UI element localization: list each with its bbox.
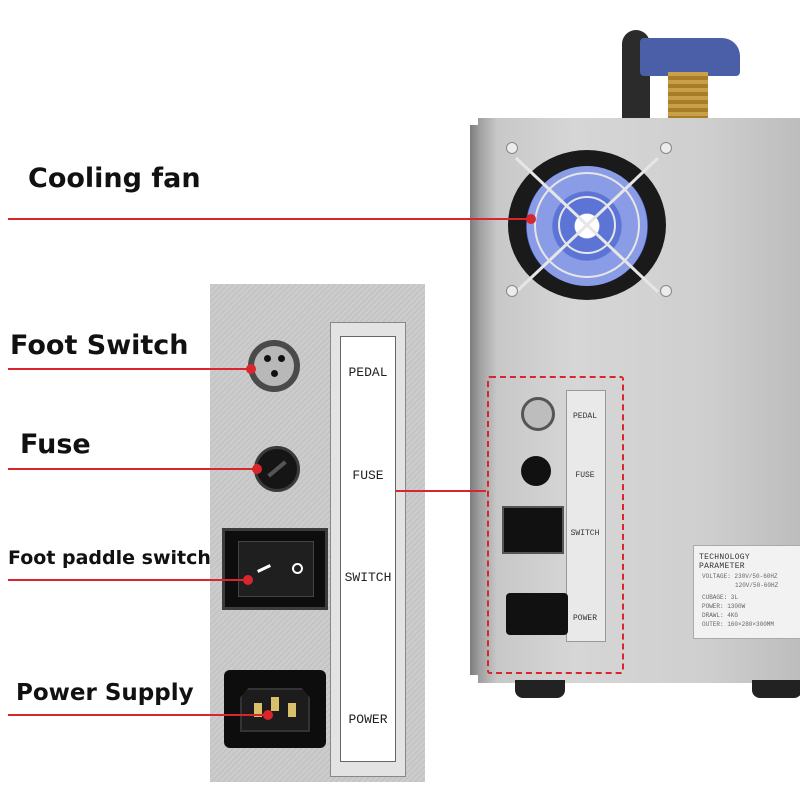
label-fuse: FUSE	[352, 468, 384, 483]
callout-line-fuse	[8, 468, 258, 470]
callout-dot	[526, 214, 536, 224]
highlight-box	[487, 376, 624, 674]
connector-pin	[264, 355, 271, 362]
socket-pin	[271, 697, 279, 711]
switch-off-mark	[292, 563, 303, 574]
socket-pin	[288, 703, 296, 717]
machine-foot-right	[752, 680, 800, 698]
socket-pin	[254, 703, 262, 717]
connector-pin	[278, 355, 285, 362]
callout-power-supply: Power Supply	[16, 680, 194, 706]
small-label-pedal: PEDAL	[572, 412, 597, 421]
callout-dot	[252, 464, 262, 474]
tank-cap	[640, 38, 740, 76]
small-fuse-holder	[521, 456, 551, 486]
label-switch: SWITCH	[344, 570, 392, 585]
screw	[660, 142, 672, 154]
tech-line: CUBAGE: 3L	[702, 594, 739, 601]
callout-dot	[263, 710, 273, 720]
tech-line: OUTER: 160×280×300MM	[702, 621, 775, 628]
tech-line: POWER: 1300W	[702, 603, 746, 610]
power-socket-inner	[240, 688, 310, 732]
label-pedal: PEDAL	[348, 365, 388, 380]
callout-line-foot-switch	[8, 368, 252, 370]
tech-parameter-label	[693, 545, 800, 639]
tech-parameter-title: TECHNOLOGY PARAMETER	[699, 553, 751, 571]
small-label-strip	[566, 390, 606, 642]
label-power: POWER	[348, 712, 388, 727]
screw	[506, 285, 518, 297]
connector-pin	[271, 370, 278, 377]
callout-fuse: Fuse	[20, 429, 91, 460]
tech-line: VOLTAGE: 230V/50-60HZ	[702, 573, 778, 580]
inset-connector-line	[396, 490, 486, 492]
machine-foot-left	[515, 680, 565, 698]
callout-foot-paddle-switch: Foot paddle switch	[8, 547, 211, 569]
small-label-switch: SWITCH	[570, 529, 600, 538]
small-power-socket	[506, 593, 568, 635]
small-rocker-switch	[502, 506, 564, 554]
tech-line: 120V/50-60HZ	[735, 582, 779, 589]
callout-cooling-fan: Cooling fan	[28, 163, 201, 194]
callout-line-cooling-fan	[8, 218, 530, 220]
callout-foot-switch: Foot Switch	[10, 330, 189, 361]
foot-switch-connector	[248, 340, 300, 392]
callout-dot	[243, 575, 253, 585]
small-label-power: POWER	[572, 614, 597, 623]
tech-line: DRAWL: 4KG	[702, 612, 739, 619]
brass-fitting	[668, 72, 708, 118]
callout-dot	[246, 364, 256, 374]
label-strip-inner	[340, 336, 396, 762]
small-pedal-connector	[521, 397, 555, 431]
callout-line-foot-paddle-switch	[8, 579, 248, 581]
screw	[660, 285, 672, 297]
small-label-fuse: FUSE	[575, 471, 595, 480]
screw	[506, 142, 518, 154]
fan-grill-icon	[514, 156, 660, 294]
callout-line-power-supply	[8, 714, 268, 716]
